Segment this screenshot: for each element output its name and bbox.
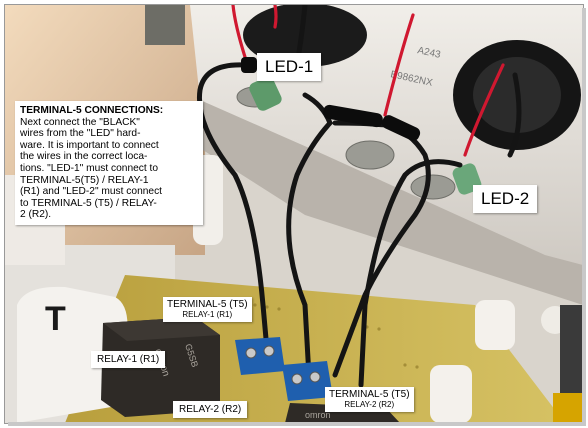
relay2-bottom-text: RELAY-2 (R2) — [344, 400, 395, 409]
led2-label: LED-2 — [473, 185, 538, 213]
white-post-right — [475, 300, 515, 350]
relay1-label: RELAY-1 (R1) — [91, 351, 166, 368]
heat-shrink — [241, 57, 421, 141]
t5-bottom-text: TERMINAL-5 (T5) — [329, 389, 410, 400]
block-letter: T — [45, 300, 66, 338]
corner-component — [145, 5, 185, 45]
white-post-bottom — [430, 365, 472, 423]
instruction-note: TERMINAL-5 CONNECTIONS: Next connect the… — [15, 101, 203, 225]
t5-top-text: TERMINAL-5 (T5) — [167, 299, 248, 310]
frame-shadow-bottom — [8, 422, 586, 426]
led1-body — [249, 76, 282, 111]
red-wires — [231, 5, 505, 157]
relay2-label-text: RELAY-2 (R2) — [179, 404, 242, 415]
terminal-blocks — [235, 337, 333, 401]
panel-code-1: A243 — [416, 45, 442, 61]
t5-relay2-label: TERMINAL-5 (T5) RELAY-2 (R2) — [325, 387, 414, 412]
t5-relay1-label: TERMINAL-5 (T5) RELAY-1 (R1) — [163, 297, 252, 322]
note-body: Next connect the "BLACK" wires from the … — [20, 116, 162, 221]
relay1-top-text: RELAY-1 (R1) — [182, 310, 233, 319]
led1-label: LED-1 — [257, 53, 322, 81]
led2-label-text: LED-2 — [481, 189, 530, 208]
note-heading: TERMINAL-5 CONNECTIONS: — [20, 105, 164, 116]
relay2-brand: omron — [305, 410, 331, 420]
terminal-marker-block — [17, 286, 128, 423]
led1-label-text: LED-1 — [265, 57, 314, 76]
relay2-label: RELAY-2 (R2) — [173, 401, 248, 418]
right-yellow-part — [553, 393, 583, 423]
frame-shadow-right — [582, 8, 586, 426]
wiring-photo: T A243 E9862NX — [4, 4, 584, 424]
relay1-label-text: RELAY-1 (R1) — [97, 354, 160, 365]
